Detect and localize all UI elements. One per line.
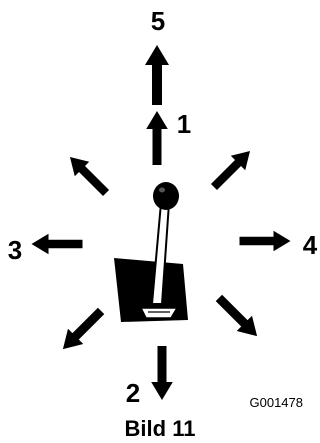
arrow-upper-left-icon <box>62 149 114 201</box>
label-4: 4 <box>303 230 318 260</box>
label-3: 3 <box>8 235 22 265</box>
label-2: 2 <box>126 378 140 408</box>
arrow-4-icon <box>239 230 291 252</box>
label-5: 5 <box>151 6 165 36</box>
figure-code: G001478 <box>250 395 304 410</box>
label-1: 1 <box>177 109 191 139</box>
arrow-lower-left-icon <box>55 303 109 357</box>
arrow-1-icon <box>146 111 168 165</box>
arrow-2-icon <box>151 346 173 400</box>
arrow-5-icon <box>145 45 169 105</box>
arrow-lower-right-icon <box>211 290 265 344</box>
arrow-upper-right-icon <box>206 143 258 195</box>
gear-lever-icon <box>114 182 188 322</box>
figure-caption: Bild 11 <box>125 416 196 441</box>
arrow-3-icon <box>31 233 83 255</box>
